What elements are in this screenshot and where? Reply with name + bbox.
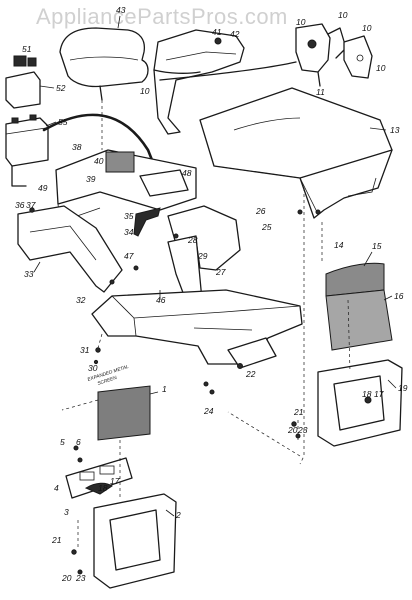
callout-40: 40 xyxy=(94,156,104,166)
callout-19: 19 xyxy=(398,383,408,393)
callout-21a: 21 xyxy=(293,407,304,417)
callout-14: 14 xyxy=(334,240,344,250)
callout-11: 11 xyxy=(316,87,325,97)
callout-18a: 18 xyxy=(362,389,372,399)
callout-10c: 10 xyxy=(338,10,348,20)
callout-20b: 20 xyxy=(61,573,72,583)
callout-33: 33 xyxy=(24,269,34,279)
grille-right xyxy=(317,359,403,447)
callout-42: 42 xyxy=(230,29,240,39)
callout-39: 39 xyxy=(86,174,96,184)
callout-5: 5 xyxy=(60,437,65,447)
callout-17b: 17 xyxy=(110,476,120,486)
callout-16: 16 xyxy=(394,291,404,301)
callout-37: 37 xyxy=(26,200,36,210)
assembly-lines xyxy=(61,100,351,550)
callout-31: 31 xyxy=(80,345,90,355)
center-uprights xyxy=(167,205,241,307)
callout-1: 1 xyxy=(162,384,167,394)
callout-10d: 10 xyxy=(362,23,372,33)
callout-20a: 20 xyxy=(287,425,298,435)
callout-41: 41 xyxy=(212,27,222,37)
callout-15: 15 xyxy=(372,241,382,251)
callout-10e: 10 xyxy=(376,63,386,73)
callout-52: 52 xyxy=(56,83,66,93)
pedal-assembly xyxy=(133,207,161,237)
callout-10b: 10 xyxy=(296,17,306,27)
callout-35: 35 xyxy=(124,211,134,221)
seat xyxy=(59,27,149,101)
callout-36: 36 xyxy=(15,200,25,210)
watermark: AppliancePartsPros.com xyxy=(36,4,288,29)
callout-34: 34 xyxy=(124,227,134,237)
callout-32: 32 xyxy=(76,295,86,305)
callout-46: 46 xyxy=(156,295,166,305)
callout-24: 24 xyxy=(203,406,214,416)
callout-23a: 23 xyxy=(297,425,308,435)
expanded-metal-screen: EXPANDED METAL SCREEN xyxy=(87,364,151,441)
callout-28: 28 xyxy=(187,235,198,245)
callout-18b: 18 xyxy=(98,483,108,493)
callout-30: 30 xyxy=(88,363,98,373)
callout-3: 3 xyxy=(64,507,69,517)
callout-4: 4 xyxy=(54,483,59,493)
left-frame xyxy=(17,205,123,293)
callout-17a: 17 xyxy=(374,389,384,399)
callout-48: 48 xyxy=(182,168,192,178)
callout-labels: 43 41 42 10 10 10 10 10 11 13 51 52 55 4… xyxy=(15,5,408,583)
callout-51: 51 xyxy=(22,44,32,54)
callout-27: 27 xyxy=(215,267,226,277)
callout-43: 43 xyxy=(116,5,126,15)
callout-47: 47 xyxy=(124,251,134,261)
leader-lines xyxy=(33,15,397,517)
console-shroud xyxy=(153,29,245,135)
callout-21b: 21 xyxy=(51,535,62,545)
nameplate xyxy=(65,457,133,499)
callout-25: 25 xyxy=(261,222,272,232)
callout-13: 13 xyxy=(390,125,400,135)
callout-55: 55 xyxy=(58,117,68,127)
dash-panel xyxy=(55,149,197,223)
battery-parts xyxy=(5,55,158,187)
throttle-bracket xyxy=(159,23,373,87)
front-bracket xyxy=(227,337,277,369)
callout-26: 26 xyxy=(255,206,266,216)
callout-10a: 10 xyxy=(140,86,150,96)
callout-29: 29 xyxy=(197,251,208,261)
callout-22: 22 xyxy=(245,369,256,379)
callout-6: 6 xyxy=(76,437,81,447)
grille-left xyxy=(93,493,177,589)
callout-2: 2 xyxy=(175,510,181,520)
callout-49: 49 xyxy=(38,183,48,193)
hood xyxy=(199,87,393,219)
callout-23b: 23 xyxy=(75,573,86,583)
hardware xyxy=(29,207,321,575)
callout-38: 38 xyxy=(72,142,82,152)
grille-screen xyxy=(325,262,393,351)
